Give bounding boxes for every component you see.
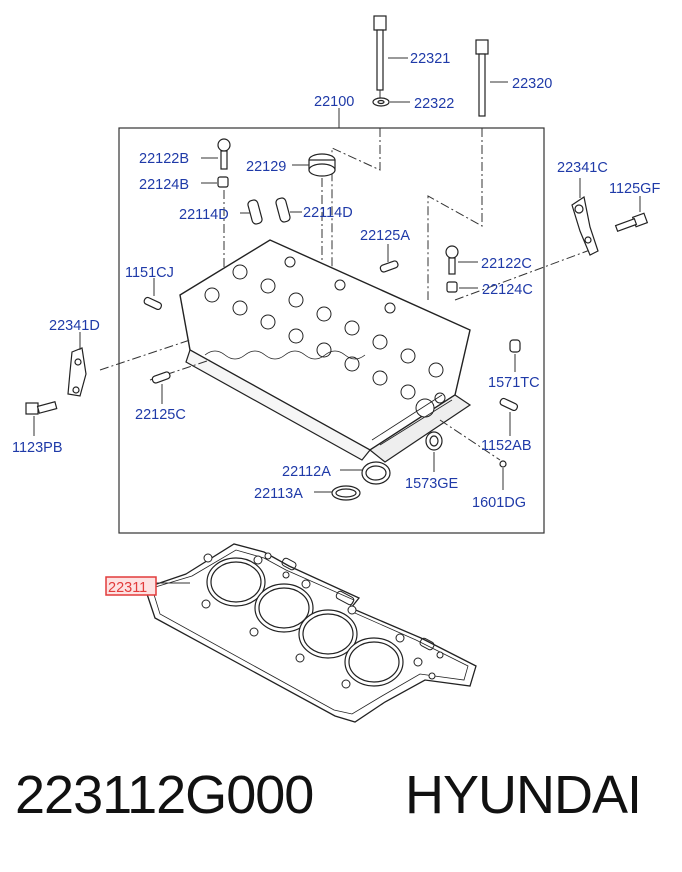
label-22114D-right: 22114D [303,205,353,221]
plug-1601DG[interactable] [499,460,507,468]
brand-name: HYUNDAI [405,765,642,825]
bolt-1123PB[interactable] [25,401,58,415]
bracket-22341C[interactable] [571,196,599,256]
bracket-22341D[interactable] [67,347,87,397]
cylinder-head-22100[interactable] [179,239,472,463]
label-1573GE: 1573GE [405,476,459,492]
plug-1571TC[interactable] [509,339,521,353]
label-22122C: 22122C [481,256,532,272]
label-1123PB: 1123PB [12,440,63,456]
label-22125C: 22125C [135,407,186,423]
label-1125GF: 1125GF [609,181,660,197]
label-22321: 22321 [410,51,450,67]
seal-22129[interactable] [308,153,336,177]
label-1151CJ: 1151CJ [125,265,174,281]
label-22322: 22322 [414,96,454,112]
dowel-22114D-right[interactable] [275,197,291,223]
seal-1573GE[interactable] [425,431,443,451]
bolt-22122B[interactable] [217,138,231,170]
bolt-1125GF[interactable] [614,212,649,233]
collar-22124C[interactable] [446,281,458,293]
collar-22124B[interactable] [217,176,229,188]
label-22124B: 22124B [139,177,189,193]
label-22113A: 22113A [254,486,303,502]
gasket-22112A[interactable] [361,461,391,485]
label-22320: 22320 [512,76,552,92]
label-22311[interactable]: 22311 [108,580,147,596]
label-22341D: 22341D [49,318,100,334]
assembly-frame [118,127,545,534]
label-22124C: 22124C [482,282,533,298]
pin-1152AB[interactable] [499,397,519,412]
washer-22322[interactable] [372,97,390,107]
label-22100: 22100 [314,94,354,110]
label-1152AB: 1152AB [481,438,532,454]
label-22125A: 22125A [360,228,410,244]
parts-diagram: 22321 22320 22322 22100 22122B 22129 221… [12,15,660,723]
dowel-22114D-left[interactable] [247,199,263,225]
head-gasket-22311[interactable] [144,543,477,723]
label-22122B: 22122B [139,151,189,167]
head-bolt-22320[interactable] [475,39,489,117]
pin-1151CJ[interactable] [143,296,163,311]
pin-22125A[interactable] [379,260,399,273]
label-22129: 22129 [246,159,286,175]
label-22114D-left: 22114D [179,207,229,223]
label-1601DG: 1601DG [472,495,526,511]
label-22341C: 22341C [557,160,608,176]
head-bolt-22321[interactable] [373,15,387,100]
pin-22125C[interactable] [151,371,171,384]
bolt-22122C[interactable] [445,245,459,275]
part-number: 223112G000 [15,765,314,825]
label-22112A: 22112A [282,464,331,480]
highlight-box-22311 [105,576,157,596]
gasket-22113A[interactable] [331,485,361,501]
label-1571TC: 1571TC [488,375,540,391]
